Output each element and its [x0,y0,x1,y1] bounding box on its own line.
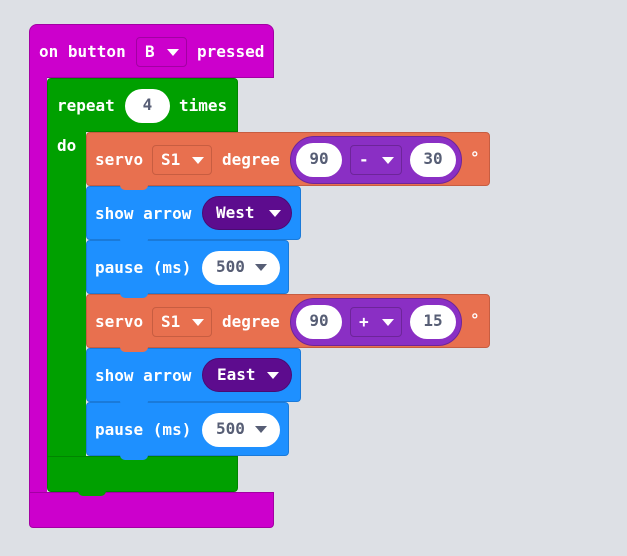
math-left-value: 90 [309,311,329,330]
arrow-direction-value: West [216,203,255,222]
chevron-down-icon [267,372,279,379]
math-left-value: 90 [309,149,329,168]
arrow-direction-dropdown[interactable]: West [202,196,292,230]
repeat-suffix-label: times [179,96,228,115]
chevron-down-icon [382,319,394,326]
math-right-value: 15 [423,311,443,330]
block-connector-notch [78,490,106,496]
block-connector-notch [120,454,148,460]
servo-pin-dropdown[interactable]: S1 [152,307,212,337]
math-operator-dropdown[interactable]: + [350,307,402,337]
pause-duration-dropdown[interactable]: 500 [202,413,280,447]
chevron-down-icon [269,210,281,217]
repeat-block-side [47,131,86,461]
block-connector-notch [120,400,148,406]
repeat-label: repeat [57,96,115,115]
event-prefix-label: on button [39,42,126,61]
servo-degree-label: degree [222,312,280,331]
block-connector-notch [120,184,148,190]
chevron-down-icon [382,157,394,164]
chevron-down-icon [192,157,204,164]
servo-degree-label: degree [222,150,280,169]
show-arrow-label: show arrow [95,204,192,223]
chevron-down-icon [255,264,267,271]
chevron-down-icon [192,319,204,326]
math-operator-value: - [359,150,369,169]
event-block-side [29,77,47,493]
math-right-value: 30 [423,149,443,168]
event-suffix-label: pressed [197,42,265,61]
pause-label: pause (ms) [95,258,192,277]
math-operator-value: + [359,312,369,331]
button-dropdown-value: B [145,42,155,61]
math-operator-dropdown[interactable]: - [350,145,402,175]
block-connector-notch [120,292,148,298]
show-arrow-label: show arrow [95,366,192,385]
pause-duration-value: 500 [216,257,245,276]
math-right-input[interactable]: 30 [410,143,456,177]
chevron-down-icon [255,426,267,433]
degree-unit-label: ° [470,148,480,167]
pause-duration-value: 500 [216,419,245,438]
button-dropdown[interactable]: B [136,37,187,67]
repeat-do-label: do [57,136,77,155]
event-block-footer [29,492,274,528]
servo-label: servo [95,312,144,331]
servo-label: servo [95,150,144,169]
block-connector-notch [120,238,148,244]
math-left-input[interactable]: 90 [296,143,342,177]
pause-duration-dropdown[interactable]: 500 [202,251,280,285]
repeat-count-value: 4 [142,95,153,114]
arrow-direction-value: East [217,365,256,384]
arrow-direction-dropdown[interactable]: East [202,358,292,392]
pause-label: pause (ms) [95,420,192,439]
block-connector-notch [120,346,148,352]
chevron-down-icon [167,49,179,56]
servo-pin-value: S1 [161,312,181,331]
servo-pin-dropdown[interactable]: S1 [152,145,212,175]
repeat-count-input[interactable]: 4 [125,89,170,123]
servo-pin-value: S1 [161,150,181,169]
math-right-input[interactable]: 15 [410,305,456,339]
repeat-block-footer [47,456,238,492]
math-left-input[interactable]: 90 [296,305,342,339]
degree-unit-label: ° [470,310,480,329]
